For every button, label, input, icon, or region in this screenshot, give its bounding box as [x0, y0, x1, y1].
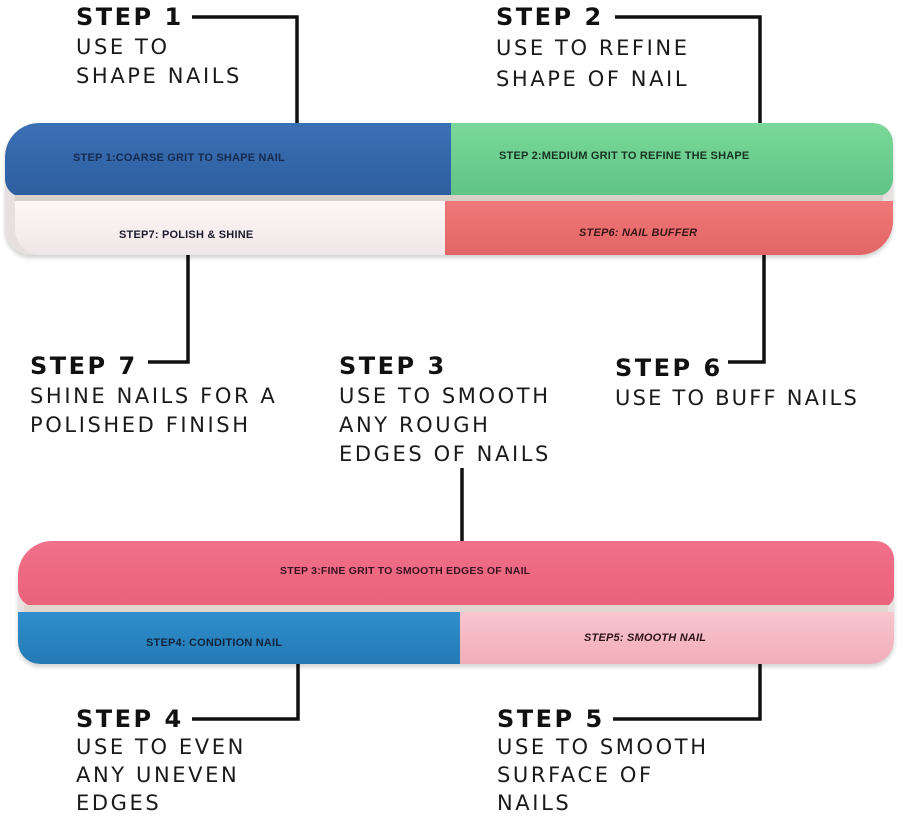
face-condition-label: STEP4: CONDITION NAIL	[146, 637, 283, 649]
face-polish-shine: STEP7: POLISH & SHINE	[15, 201, 445, 255]
face-medium-grit: STEP 2:MEDIUM GRIT TO REFINE THE SHAPE	[451, 123, 893, 197]
step4-desc: USE TO EVEN ANY UNEVEN EDGES	[76, 735, 246, 815]
step2-title: STEP 2	[496, 3, 604, 31]
leader-step7	[148, 247, 190, 364]
step2-desc: USE TO REFINE SHAPE OF NAIL	[496, 36, 690, 91]
face-smooth-label: STEP5: SMOOTH NAIL	[584, 632, 707, 644]
step4-title: STEP 4	[76, 705, 184, 733]
step6-desc: USE TO BUFF NAILS	[615, 386, 859, 410]
callout-step2: STEP 2 USE TO REFINE SHAPE OF NAIL	[496, 3, 690, 95]
step5-desc: USE TO SMOOTH SURFACE OF NAILS	[497, 735, 709, 815]
buffer-block-bottom: STEP 3:FINE GRIT TO SMOOTH EDGES OF NAIL…	[18, 541, 894, 664]
step3-desc: USE TO SMOOTH ANY ROUGH EDGES OF NAILS	[339, 384, 551, 466]
face-coarse-grit-label: STEP 1:COARSE GRIT TO SHAPE NAIL	[73, 152, 285, 164]
step5-title: STEP 5	[497, 705, 605, 733]
step3-title: STEP 3	[339, 352, 447, 380]
face-medium-grit-label: STEP 2:MEDIUM GRIT TO REFINE THE SHAPE	[499, 150, 750, 162]
step7-title: STEP 7	[30, 352, 138, 380]
step7-desc: SHINE NAILS FOR A POLISHED FINISH	[30, 384, 278, 437]
callout-step3: STEP 3 USE TO SMOOTH ANY ROUGH EDGES OF …	[339, 352, 551, 469]
face-polish-shine-label: STEP7: POLISH & SHINE	[119, 229, 254, 241]
face-condition: STEP4: CONDITION NAIL	[18, 612, 460, 664]
buffer-block-top: STEP 1:COARSE GRIT TO SHAPE NAIL STEP 2:…	[5, 123, 893, 255]
face-coarse-grit: STEP 1:COARSE GRIT TO SHAPE NAIL	[5, 123, 451, 197]
step1-title: STEP 1	[76, 3, 184, 31]
callout-step6: STEP 6 USE TO BUFF NAILS	[615, 354, 859, 413]
callout-step1: STEP 1 USE TO SHAPE NAILS	[76, 3, 242, 91]
face-nail-buffer: STEP6: NAIL BUFFER	[445, 201, 893, 255]
callout-step4: STEP 4 USE TO EVEN ANY UNEVEN EDGES	[76, 705, 246, 817]
step6-title: STEP 6	[615, 354, 723, 382]
face-fine-grit: STEP 3:FINE GRIT TO SMOOTH EDGES OF NAIL	[18, 541, 894, 607]
buffer-bottom-edge	[24, 605, 888, 613]
callout-step5: STEP 5 USE TO SMOOTH SURFACE OF NAILS	[497, 705, 709, 817]
buffer-top-edge	[15, 195, 883, 201]
leader-step6	[728, 240, 766, 364]
face-nail-buffer-label: STEP6: NAIL BUFFER	[579, 227, 698, 239]
callout-step7: STEP 7 SHINE NAILS FOR A POLISHED FINISH	[30, 352, 277, 440]
face-smooth: STEP5: SMOOTH NAIL	[460, 612, 894, 664]
step1-desc: USE TO SHAPE NAILS	[76, 35, 242, 88]
face-fine-grit-label: STEP 3:FINE GRIT TO SMOOTH EDGES OF NAIL	[280, 565, 531, 577]
